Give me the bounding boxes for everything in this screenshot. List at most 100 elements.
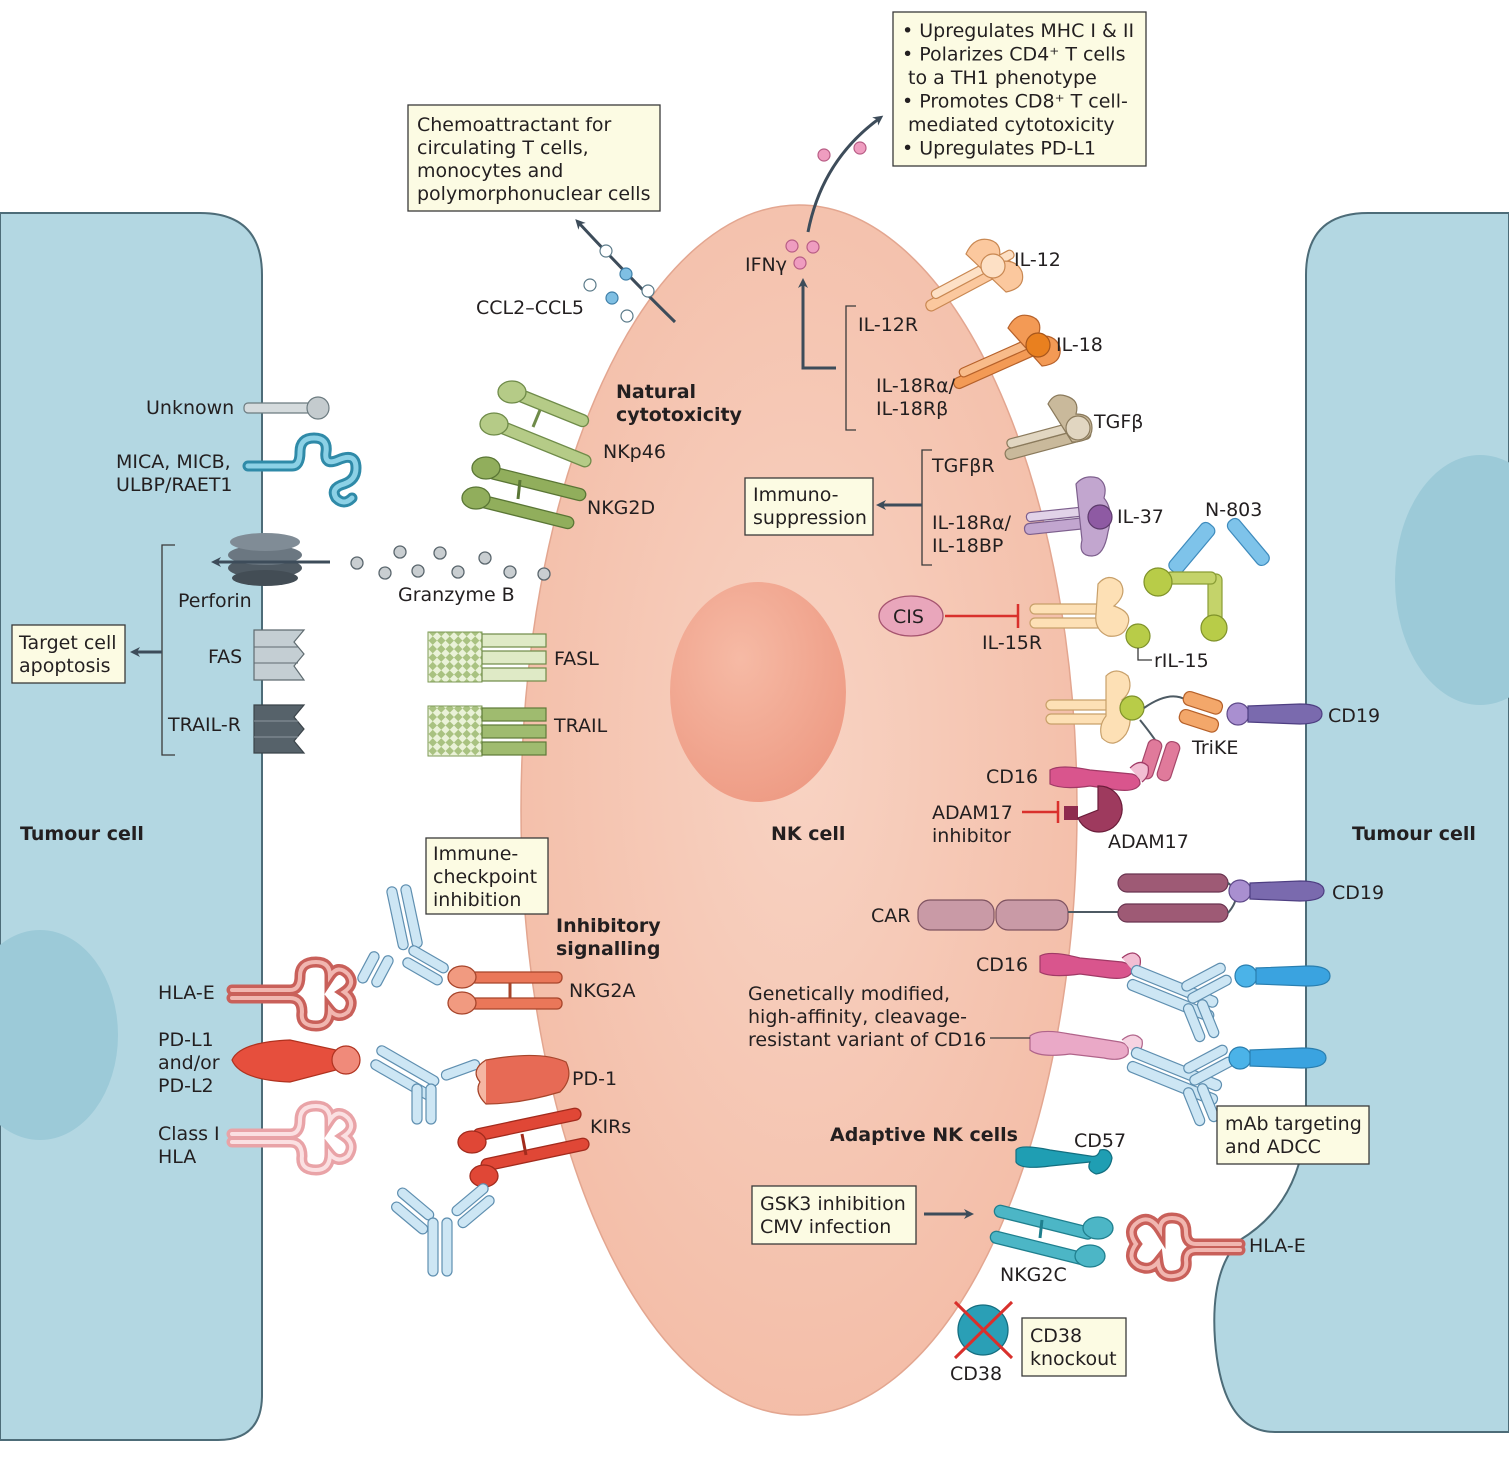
tgfb-receptor (1004, 394, 1093, 461)
fasl-ligand (427, 631, 547, 683)
trike-label: TriKE (1191, 737, 1238, 759)
nkg2d-receptor (461, 456, 587, 530)
cd16-receptor-bottom (1039, 952, 1141, 979)
n803-label: N-803 (1205, 499, 1262, 521)
ifng-effects-box: • Upregulates MHC I & II• Polarizes CD4⁺… (892, 11, 1147, 167)
granzyme-particles (350, 545, 551, 581)
svg-text:CIS: CIS (893, 606, 924, 628)
chemokine-particles (583, 244, 655, 323)
cd16-label-top: CD16 (986, 766, 1038, 788)
cis-inhibition (945, 604, 1020, 628)
cd38-label: CD38 (950, 1363, 1002, 1385)
pd1-label: PD-1 (572, 1068, 617, 1090)
cd57-label: CD57 (1074, 1130, 1126, 1152)
trike-engager (1045, 670, 1224, 782)
trail-r-label: TRAIL-R (167, 714, 241, 736)
nkp46-label: NKp46 (603, 441, 666, 463)
apoptosis-bracket (161, 544, 175, 756)
cytokine-receptor-bracket (845, 305, 856, 431)
hla-e-ligand-left (226, 956, 357, 1032)
il18r-label: IL-18Rα/IL-18Rβ (876, 375, 956, 420)
ccl-label: CCL2–CCL5 (476, 297, 584, 319)
ifng-release-arrow (806, 115, 884, 233)
trail-label: TRAIL (553, 715, 608, 737)
antibody-top (1126, 962, 1232, 1043)
fas-receptor (253, 629, 306, 681)
granzyme-label: Granzyme B (398, 584, 515, 606)
cd16-label-bottom: CD16 (976, 954, 1028, 976)
fasl-label: FASL (554, 648, 599, 670)
il18bp-label: IL-18Rα/IL-18BP (932, 512, 1012, 557)
tumour-nucleus-right (1395, 455, 1509, 705)
adam17-enzyme (1064, 785, 1123, 833)
nkg2c-label: NKG2C (1000, 1264, 1067, 1286)
antibody-bottom (1126, 1044, 1234, 1127)
fas-label: FAS (208, 646, 242, 668)
cytokine-signal-arrow (798, 278, 836, 370)
cd57-receptor (1015, 1146, 1113, 1175)
tgfbr-label: TGFβR (931, 455, 995, 477)
ril15-molecule (1125, 623, 1151, 649)
ifng-label: IFNγ (745, 254, 787, 276)
pdl-ligand (231, 1039, 361, 1083)
adaptive-nk-label: Adaptive NK cells (830, 1124, 1018, 1146)
trail-ligand (427, 705, 547, 757)
tumour-label-left: Tumour cell (20, 823, 144, 845)
cd19-antigen-top (1226, 702, 1323, 726)
nkg2d-label: NKG2D (587, 497, 655, 519)
nkg2c-receptor (989, 1204, 1114, 1268)
unknown-label: Unknown (146, 397, 234, 419)
nk-cell-label: NK cell (771, 823, 845, 845)
n803-molecule (1143, 517, 1270, 642)
kirs-label: KIRs (590, 1116, 631, 1138)
perforin-label: Perforin (178, 590, 252, 612)
hla-e-ligand-right (1126, 1212, 1246, 1282)
gm-cd16-label: Genetically modified,high-affinity, clea… (748, 983, 986, 1051)
checkpoint-antibody-3 (391, 1183, 495, 1277)
cd19-label-top: CD19 (1328, 705, 1380, 727)
svg-text:Immuno-suppression: Immuno-suppression (753, 484, 867, 529)
nkg2a-receptor (447, 965, 563, 1015)
cd16-receptor-top (1049, 761, 1149, 791)
cis-molecule: CIS (878, 595, 944, 637)
checkpoint-antibody-2 (370, 1045, 481, 1125)
hla-e-label-right: HLA-E (1249, 1235, 1306, 1257)
immunosuppression-bracket (921, 449, 932, 566)
unknown-ligand (243, 396, 330, 420)
il12-receptor (925, 238, 1024, 312)
kirs-receptor (457, 1107, 590, 1188)
il37-receptor (1023, 476, 1113, 557)
trail-receptor (253, 704, 306, 754)
immunosuppression-box: Immuno-suppression (744, 477, 874, 536)
tumour-antigen-top (1234, 964, 1331, 988)
gm-cd16-receptor (1029, 1030, 1143, 1060)
pd1-receptor (475, 1054, 570, 1105)
il18-receptor (953, 314, 1061, 390)
perforin-pore (228, 533, 302, 586)
tumour-label-right: Tumour cell (1352, 823, 1476, 845)
nkp46-receptor (479, 380, 592, 468)
il18-label: IL-18 (1056, 334, 1103, 356)
il12-label: IL-12 (1014, 249, 1061, 271)
tumour-nucleus-left (0, 930, 118, 1140)
ril15-label: rIL-15 (1154, 650, 1209, 672)
il15r-label: IL-15R (982, 632, 1042, 654)
checkpoint-antibody-1 (357, 884, 449, 988)
